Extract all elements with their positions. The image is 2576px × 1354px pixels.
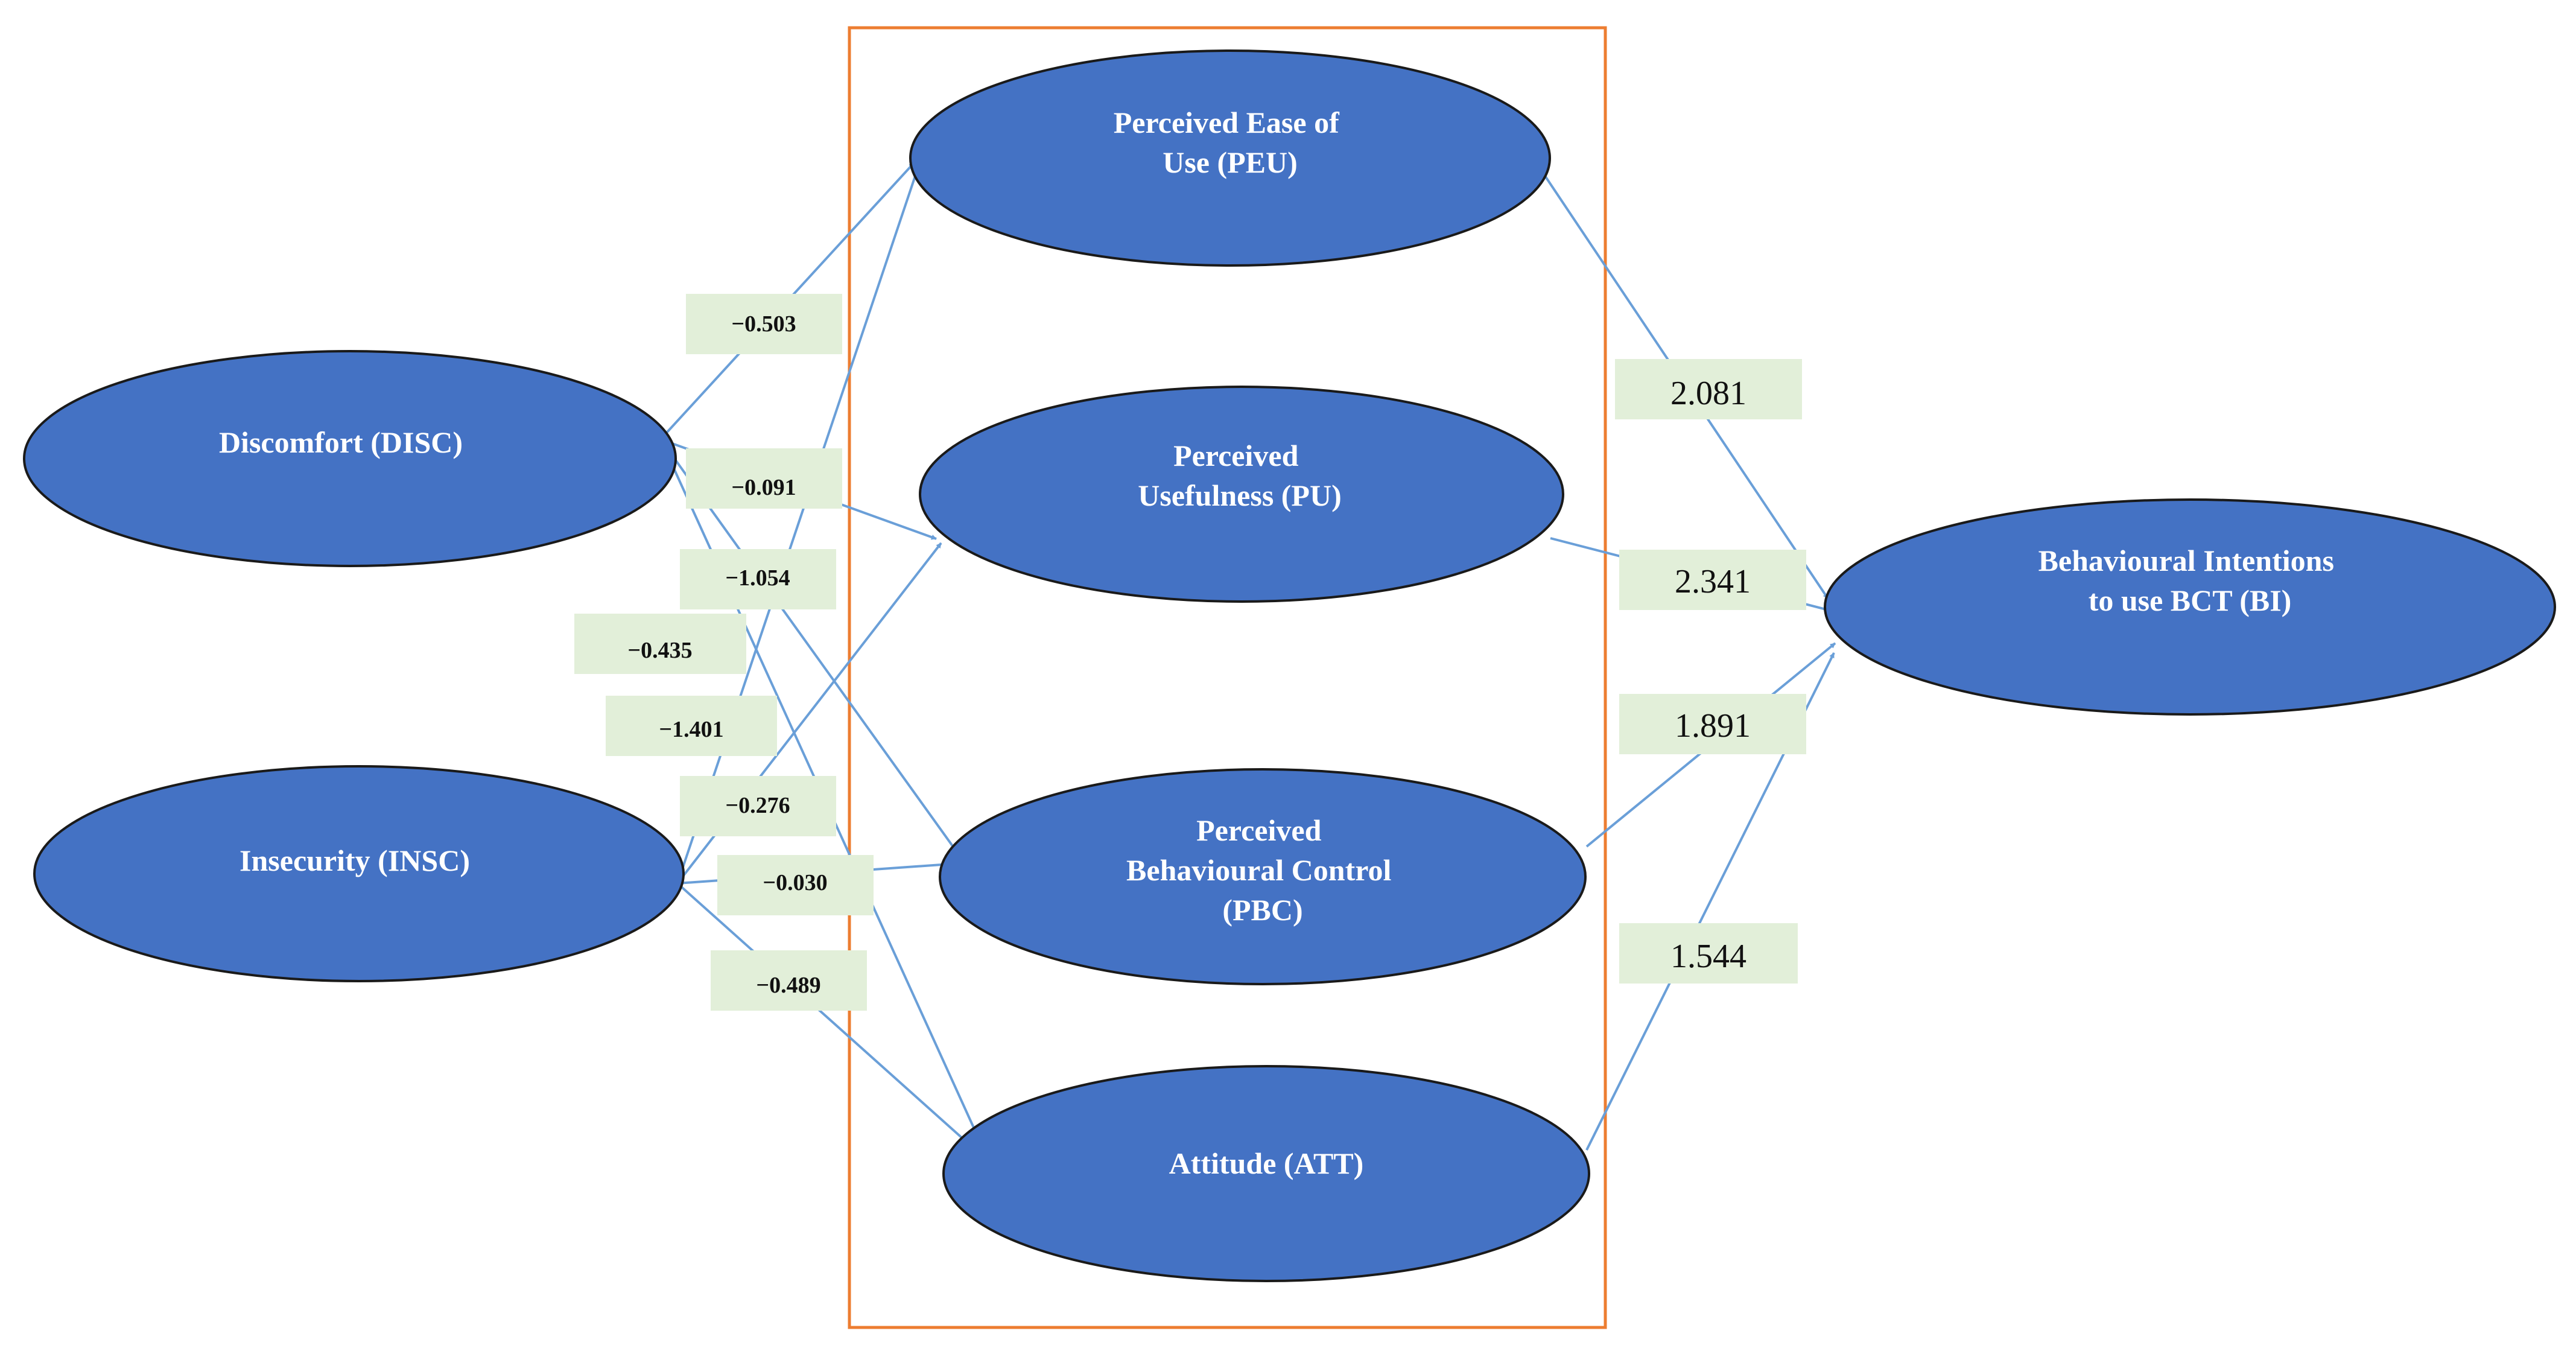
coef-disc-pu-text: −0.091: [731, 475, 796, 500]
node-att-shape: [942, 1065, 1590, 1282]
coef-disc-pbc-box: [680, 549, 836, 609]
coef-insc-peu-box: [606, 696, 777, 756]
coef-insc-pu: −0.276: [680, 776, 836, 836]
node-pbc-line-2: Behavioural Control: [1126, 853, 1391, 887]
coef-disc-peu-text: −0.503: [731, 311, 796, 337]
node-bi-line-2: to use BCT (BI): [2089, 583, 2292, 617]
node-bi: Behavioural Intentions to use BCT (BI): [1824, 498, 2556, 716]
node-pbc-line-3: (PBC): [1222, 893, 1302, 927]
node-bi-line-1: Behavioural Intentions: [2038, 544, 2334, 577]
coef-pu-bi: 2.341: [1619, 550, 1806, 610]
coef-insc-pbc-box: [717, 855, 874, 915]
node-att: Attitude (ATT): [942, 1065, 1590, 1282]
node-pu-label: Perceived Usefulness (PU): [1138, 439, 1341, 512]
coef-pbc-bi-box: [1619, 694, 1806, 754]
coef-pbc-bi-text: 1.891: [1675, 707, 1751, 745]
node-pu-line-1: Perceived: [1173, 439, 1298, 472]
coef-insc-pbc-text: −0.030: [763, 870, 827, 895]
node-pbc-line-1: Perceived: [1196, 813, 1321, 847]
coef-insc-peu: −1.401: [606, 696, 777, 756]
node-insc-line-1: Insecurity (INSC): [240, 844, 470, 877]
node-peu-line-2: Use (PEU): [1163, 145, 1298, 179]
node-insc-shape: [33, 765, 685, 982]
coef-disc-peu-box: [686, 294, 842, 354]
node-pbc-label: Perceived Behavioural Control (PBC): [1126, 813, 1399, 927]
coef-pbc-bi: 1.891: [1619, 694, 1806, 754]
node-pu-shape: [919, 386, 1564, 603]
coef-disc-att-box: [574, 614, 746, 674]
coef-insc-pbc: −0.030: [717, 855, 874, 915]
node-pbc: Perceived Behavioural Control (PBC): [939, 768, 1587, 985]
coef-disc-peu: −0.503: [686, 294, 842, 354]
coef-insc-pu-text: −0.276: [725, 793, 790, 818]
node-peu: Perceived Ease of Use (PEU): [909, 49, 1551, 267]
coef-insc-att: −0.489: [711, 950, 867, 1011]
node-bi-shape: [1824, 498, 2556, 716]
nodes: Discomfort (DISC) Insecurity (INSC) Perc…: [23, 49, 2556, 1282]
coef-disc-pu: −0.091: [686, 448, 842, 509]
coef-att-bi-text: 1.544: [1670, 938, 1746, 975]
coef-disc-att: −0.435: [574, 614, 746, 674]
node-pbc-shape: [939, 768, 1587, 985]
coef-att-bi: 1.544: [1619, 923, 1798, 984]
coef-peu-bi-text: 2.081: [1670, 375, 1746, 412]
coef-peu-bi-box: [1615, 359, 1802, 419]
node-disc-line-1: Discomfort (DISC): [219, 425, 463, 459]
coef-disc-att-text: −0.435: [627, 638, 692, 663]
coef-insc-peu-text: −1.401: [659, 717, 723, 742]
node-peu-line-1: Perceived Ease of: [1114, 106, 1340, 139]
coef-disc-pbc: −1.054: [680, 549, 836, 609]
node-insc: Insecurity (INSC): [33, 765, 685, 982]
node-peu-shape: [909, 49, 1551, 267]
coef-disc-pu-box: [686, 448, 842, 509]
coef-disc-pbc-text: −1.054: [725, 565, 790, 591]
node-peu-label: Perceived Ease of Use (PEU): [1114, 106, 1347, 179]
node-insc-label: Insecurity (INSC): [240, 844, 470, 877]
coef-pu-bi-text: 2.341: [1675, 563, 1751, 600]
node-pu: Perceived Usefulness (PU): [919, 386, 1564, 603]
edge-insc-att: [676, 882, 982, 1155]
coef-pu-bi-box: [1619, 550, 1806, 610]
node-att-label: Attitude (ATT): [1169, 1146, 1364, 1180]
node-disc-shape: [23, 350, 677, 567]
coef-insc-pu-box: [680, 776, 836, 836]
node-disc: Discomfort (DISC): [23, 350, 677, 567]
node-disc-label: Discomfort (DISC): [219, 425, 463, 459]
node-att-line-1: Attitude (ATT): [1169, 1146, 1364, 1180]
mediator-frame: [848, 26, 1607, 1329]
coef-insc-att-text: −0.489: [756, 973, 820, 998]
edge-insc-peu: [676, 165, 920, 884]
node-bi-label: Behavioural Intentions to use BCT (BI): [2038, 544, 2342, 617]
node-pu-line-2: Usefulness (PU): [1138, 478, 1341, 512]
coef-insc-att-box: [711, 950, 867, 1011]
coef-peu-bi: 2.081: [1615, 359, 1802, 419]
coef-att-bi-box: [1619, 923, 1798, 984]
coefficient-labels: −0.503 −0.091 −1.054 −0.435 −1.401 −0.27…: [574, 294, 1806, 1011]
